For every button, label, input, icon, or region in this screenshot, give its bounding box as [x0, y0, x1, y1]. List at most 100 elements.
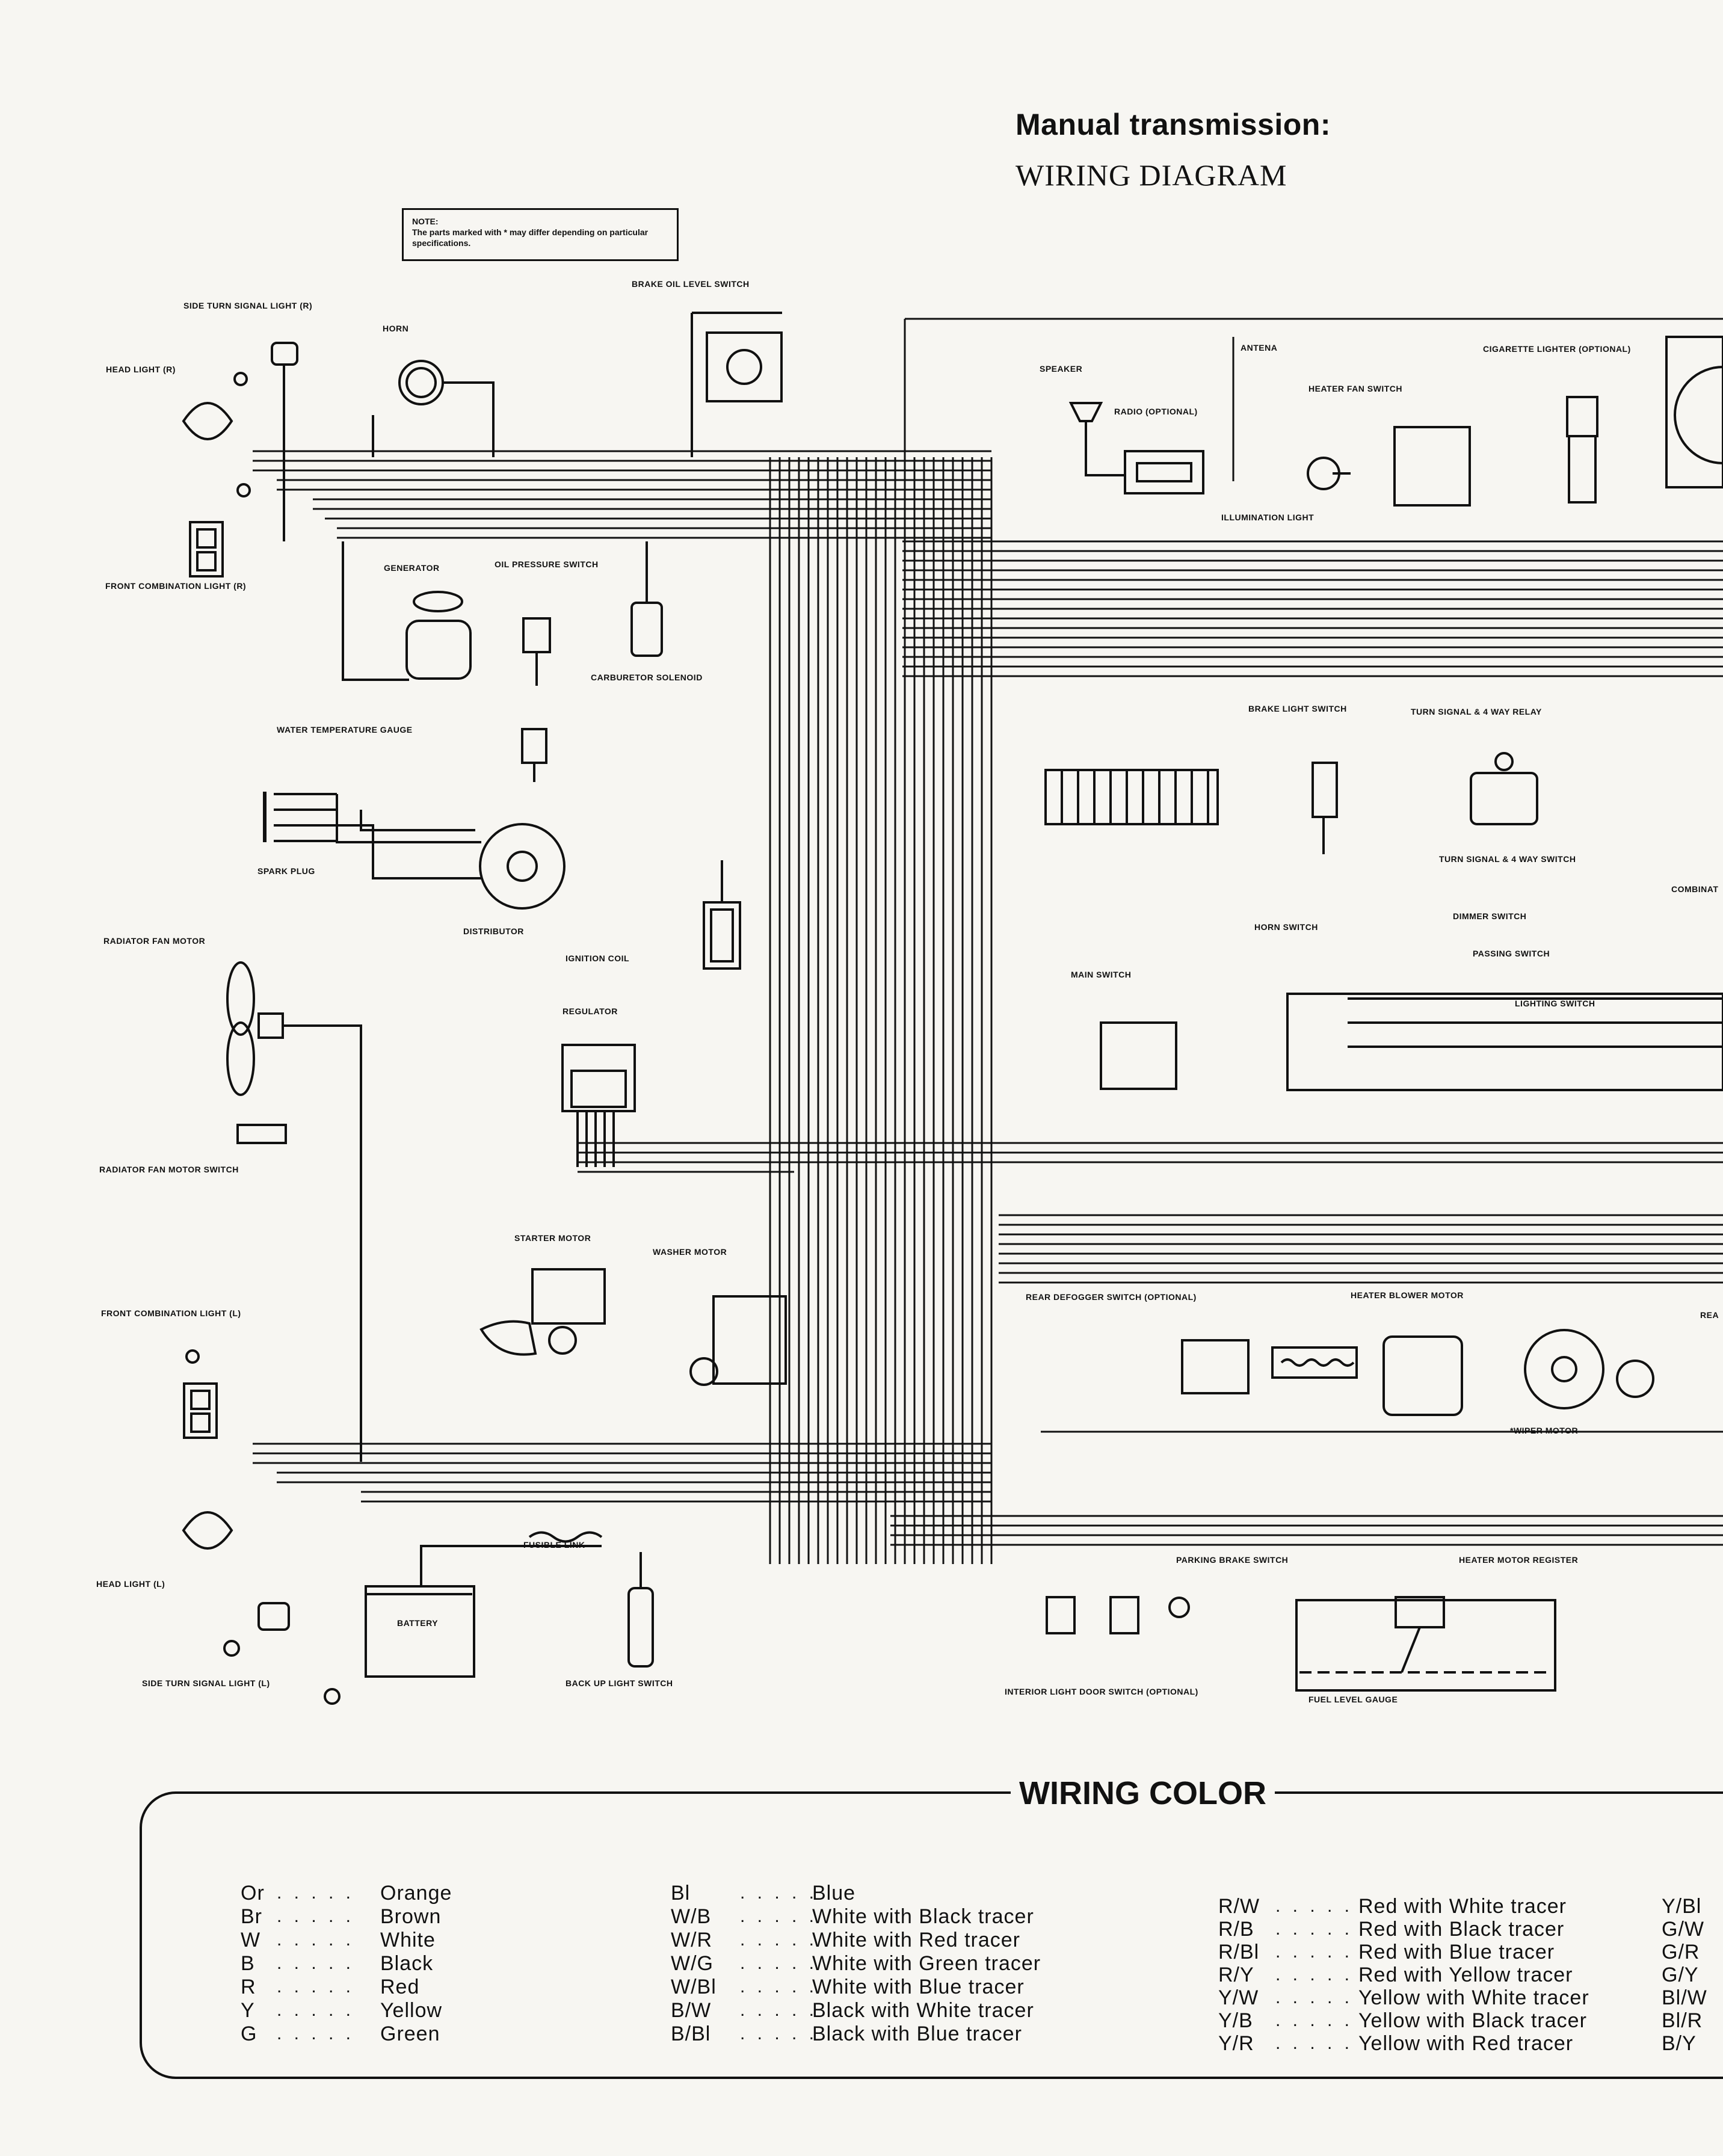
legend-name: Brown: [380, 1905, 442, 1928]
label-battery: BATTERY: [397, 1618, 439, 1628]
legend-name: Red: [380, 1976, 420, 1998]
legend-code: B/Bl: [671, 2022, 711, 2045]
legend-dots: . . . . .: [740, 2000, 818, 2020]
label-main-switch: MAIN SWITCH: [1071, 970, 1132, 979]
legend-dots: . . . . .: [277, 1977, 355, 1997]
note-box: NOTE: The parts marked with * may differ…: [402, 208, 679, 261]
label-radiator-fan-motor-switch: RADIATOR FAN MOTOR SWITCH: [99, 1165, 239, 1174]
label-parking-brake-switch: PARKING BRAKE SWITCH: [1176, 1555, 1289, 1565]
legend-code: W/B: [671, 1905, 712, 1928]
label-side-turn-signal-light-l: SIDE TURN SIGNAL LIGHT (L): [142, 1678, 270, 1688]
legend-code: R: [241, 1976, 256, 1998]
legend-name: Blue: [812, 1882, 856, 1905]
label-distributor: DISTRIBUTOR: [463, 926, 524, 936]
legend-code: B: [241, 1952, 255, 1975]
legend-code: G/R: [1662, 1941, 1700, 1964]
label-front-combination-light-l: FRONT COMBINATION LIGHT (L): [101, 1308, 241, 1318]
label-speaker: SPEAKER: [1040, 364, 1083, 374]
legend-dots: . . . . .: [277, 1953, 355, 1973]
label-side-turn-signal-light-r: SIDE TURN SIGNAL LIGHT (R): [183, 301, 313, 310]
label-regulator: REGULATOR: [563, 1006, 618, 1016]
legend-name: Orange: [380, 1882, 452, 1905]
legend-code: Y/W: [1218, 1986, 1259, 2009]
legend-code: Y/Bl: [1662, 1895, 1702, 1918]
legend-dots: . . . . .: [1275, 1919, 1354, 1939]
label-wiper-motor: *WIPER MOTOR: [1510, 1426, 1579, 1435]
label-front-combination-light-r: FRONT COMBINATION LIGHT (R): [105, 581, 247, 591]
legend-dots: . . . . .: [1275, 1988, 1354, 2007]
label-spark-plug: SPARK PLUG: [257, 866, 315, 876]
legend-name: Green: [380, 2022, 440, 2045]
lower-harness: [253, 1443, 1723, 1546]
wiring-color-legend: [140, 1791, 1723, 2079]
legend-dots: . . . . .: [277, 1883, 355, 1903]
legend-name: Black with Blue tracer: [812, 2022, 1022, 2045]
legend-dots: . . . . .: [740, 1977, 818, 1997]
legend-dots: . . . . .: [1275, 2033, 1354, 2053]
label-back-up-light-switch: BACK UP LIGHT SWITCH: [566, 1678, 673, 1688]
legend-name: Yellow with Black tracer: [1358, 2009, 1587, 2032]
label-lighting-switch: LIGHTING SWITCH: [1515, 999, 1595, 1008]
legend-name: Yellow with White tracer: [1358, 1986, 1589, 2009]
label-ignition-coil: IGNITION COIL: [566, 953, 630, 963]
legend-code: B/W: [671, 1999, 712, 2022]
legend-code: W/R: [671, 1929, 713, 1951]
legend-code: W/Bl: [671, 1976, 717, 1998]
label-water-temperature-gauge: WATER TEMPERATURE GAUGE: [277, 725, 413, 735]
legend-dots: . . . . .: [1275, 1965, 1354, 1985]
legend-code: R/Bl: [1218, 1941, 1260, 1964]
upper-harness: [253, 450, 991, 539]
label-fuel-level-gauge: FUEL LEVEL GAUGE: [1308, 1695, 1398, 1704]
legend-code: B/Y: [1662, 2032, 1697, 2055]
label-generator: GENERATOR: [384, 563, 440, 573]
legend-dots: . . . . .: [1275, 2010, 1354, 2030]
label-brake-oil-level-switch: BRAKE OIL LEVEL SWITCH: [632, 279, 750, 289]
legend-name: White with Red tracer: [812, 1929, 1020, 1951]
note-heading: NOTE:: [412, 217, 439, 226]
legend-name: White: [380, 1929, 436, 1951]
label-head-light-r: HEAD LIGHT (R): [106, 365, 176, 374]
legend-code: R/Y: [1218, 1964, 1254, 1986]
legend-code: G/W: [1662, 1918, 1704, 1941]
label-heater-motor-register: HEATER MOTOR REGISTER: [1459, 1555, 1579, 1565]
legend-dots: . . . . .: [277, 1930, 355, 1950]
label-oil-pressure-switch: OIL PRESSURE SWITCH: [495, 559, 599, 569]
legend-dots: . . . . .: [740, 2024, 818, 2044]
legend-dots: . . . . .: [1275, 1942, 1354, 1962]
legend-code: Y/B: [1218, 2009, 1253, 2032]
label-radiator-fan-motor: RADIATOR FAN MOTOR: [103, 936, 206, 946]
label-rea: REA: [1700, 1310, 1719, 1320]
legend-name: Black with White tracer: [812, 1999, 1034, 2022]
legend-dots: . . . . .: [277, 1906, 355, 1926]
legend-code: W/G: [671, 1952, 714, 1975]
legend-name: White with Green tracer: [812, 1952, 1041, 1975]
label-horn-switch: HORN SWITCH: [1254, 922, 1318, 932]
label-antena: ANTENA: [1241, 343, 1278, 353]
legend-name: White with Black tracer: [812, 1905, 1034, 1928]
legend-name: Red with Blue tracer: [1358, 1941, 1555, 1964]
label-heater-blower-motor: HEATER BLOWER MOTOR: [1351, 1290, 1464, 1300]
wiring-color-title: WIRING COLOR: [1011, 1775, 1275, 1812]
legend-code: Bl/R: [1662, 2009, 1703, 2032]
diagram-title: Manual transmission:: [1016, 108, 1331, 141]
legend-dots: . . . . .: [740, 1953, 818, 1973]
legend-dots: . . . . .: [1275, 1896, 1354, 1916]
legend-name: White with Blue tracer: [812, 1976, 1025, 1998]
legend-name: Red with White tracer: [1358, 1895, 1567, 1918]
label-combination: COMBINAT: [1671, 884, 1719, 894]
label-illumination-light: ILLUMINATION LIGHT: [1221, 513, 1315, 522]
right-harness: [902, 540, 1723, 677]
note-text: The parts marked with * may differ depen…: [412, 227, 649, 248]
legend-code: Bl: [671, 1882, 691, 1905]
legend-name: Yellow with Red tracer: [1358, 2032, 1574, 2055]
legend-code: Y: [241, 1999, 255, 2022]
label-heater-fan-switch: HEATER FAN SWITCH: [1308, 384, 1403, 393]
label-horn: HORN: [383, 324, 409, 333]
legend-name: Red with Black tracer: [1358, 1918, 1565, 1941]
label-cigarette-lighter: CIGARETTE LIGHTER (OPTIONAL): [1483, 344, 1631, 354]
legend-code: R/B: [1218, 1918, 1254, 1941]
main-harness-left: [769, 457, 993, 1564]
legend-code: Y/R: [1218, 2032, 1254, 2055]
legend-code: W: [241, 1929, 261, 1951]
